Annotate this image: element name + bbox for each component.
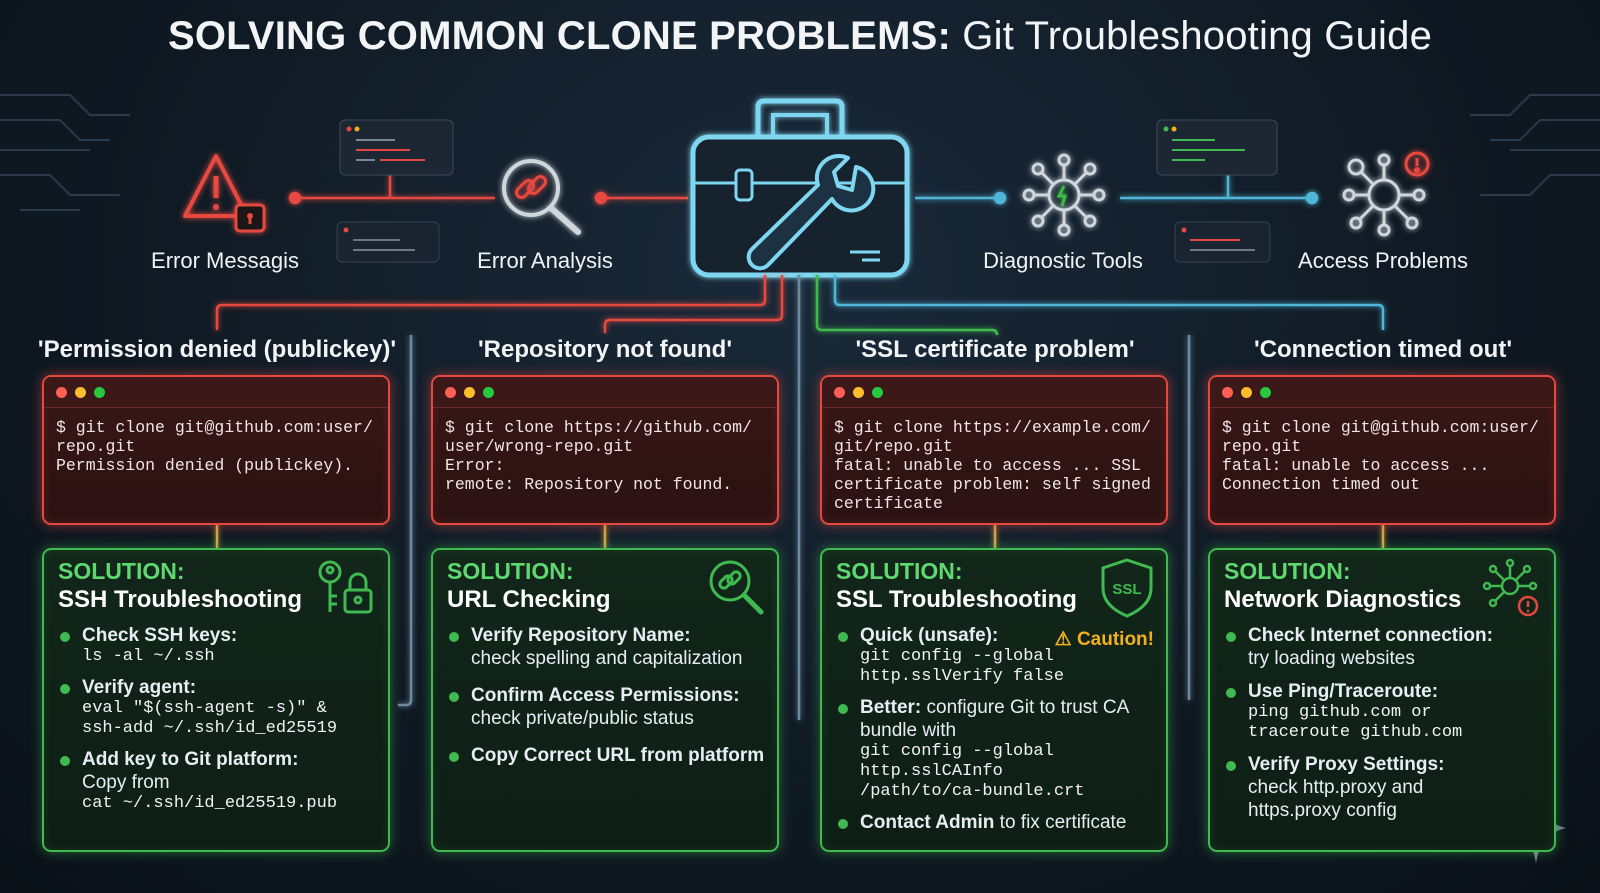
- solution-item: Contact Admin to fix certificate: [836, 811, 1158, 834]
- close-dot: [1222, 387, 1233, 398]
- terminal-titlebar: [44, 377, 388, 408]
- key-lock-icon: [318, 560, 373, 614]
- branch-col1: [215, 275, 767, 330]
- label-access-problems: Access Problems: [1298, 248, 1468, 273]
- solution-card-3: SOLUTION: SSL Troubleshooting SSL ⚠ Caut…: [820, 548, 1168, 852]
- magnifier-link-icon: [502, 159, 581, 235]
- problem-title-3: 'SSL certificate problem': [855, 336, 1135, 363]
- mini-terminal-4: [1174, 221, 1271, 263]
- terminal-output: $ git clone git@github.com:user/ repo.gi…: [1222, 418, 1539, 494]
- solution-card-2: SOLUTION: URL Checking Verify Repository…: [431, 548, 779, 852]
- minimize-dot: [853, 387, 864, 398]
- error-terminal-2: $ git clone https://github.com/ user/wro…: [431, 375, 779, 525]
- problem-title-2: 'Repository not found': [477, 336, 733, 363]
- solution-item: Verify agent:eval "$(ssh-agent -s)" & ss…: [58, 676, 380, 739]
- solution-list: Check Internet connection:try loading we…: [1224, 624, 1546, 831]
- solution-item: Quick (unsafe):git config --global http.…: [836, 624, 1158, 687]
- terminal-titlebar: [822, 377, 1166, 408]
- maximize-dot: [483, 387, 494, 398]
- solution-item: Better: configure Git to trust CA bundle…: [836, 696, 1158, 802]
- solution-item: Confirm Access Permissions:check private…: [447, 684, 769, 730]
- warning-lock-icon: [183, 154, 266, 233]
- network-bug-icon: [1022, 153, 1106, 237]
- solution-item: Copy Correct URL from platform: [447, 744, 769, 767]
- mini-terminal-3: [1156, 119, 1278, 176]
- link-search-icon: [709, 560, 764, 615]
- error-terminal-3: $ git clone https://example.com/ git/rep…: [820, 375, 1168, 525]
- label-error-analysis: Error Analysis: [477, 248, 613, 273]
- spine-left: [398, 335, 413, 707]
- error-terminal-1: $ git clone git@github.com:user/ repo.gi…: [42, 375, 390, 525]
- warning-icon: ⚠: [1054, 629, 1072, 650]
- solution-heading: SOLUTION:: [447, 558, 574, 584]
- close-dot: [834, 387, 845, 398]
- mini-terminal-2: [336, 221, 440, 263]
- solution-list: Quick (unsafe):git config --global http.…: [836, 624, 1158, 843]
- mini-terminal-1: [339, 119, 454, 176]
- terminal-output: $ git clone git@github.com:user/ repo.gi…: [56, 418, 373, 475]
- branch-col2: [603, 275, 784, 333]
- solution-item: Use Ping/Traceroute:ping github.com or t…: [1224, 680, 1546, 743]
- maximize-dot: [872, 387, 883, 398]
- minimize-dot: [75, 387, 86, 398]
- svg-text:SSL: SSL: [1112, 581, 1141, 598]
- title-rest: Git Troubleshooting Guide: [950, 14, 1433, 58]
- solution-subtitle: URL Checking: [447, 586, 611, 613]
- solution-heading: SOLUTION:: [1224, 558, 1351, 584]
- solution-item: Check SSH keys:ls -al ~/.ssh: [58, 624, 380, 667]
- solution-subtitle: Network Diagnostics: [1224, 586, 1462, 613]
- error-terminal-4: $ git clone git@github.com:user/ repo.gi…: [1208, 375, 1556, 525]
- circuit-trace-left: [0, 94, 130, 211]
- solution-item: Verify Repository Name:check spelling an…: [447, 624, 769, 670]
- terminal-titlebar: [433, 377, 777, 408]
- solution-list: Verify Repository Name:check spelling an…: [447, 624, 769, 776]
- solution-item: Check Internet connection:try loading we…: [1224, 624, 1546, 670]
- caution-badge: ⚠ Caution!: [1054, 629, 1154, 650]
- solution-card-4: SOLUTION: Network Diagnostics Check Inte…: [1208, 548, 1556, 852]
- close-dot: [56, 387, 67, 398]
- solution-card-1: SOLUTION: SSH Troubleshooting Check SSH …: [42, 548, 390, 852]
- terminal-titlebar: [1210, 377, 1554, 408]
- label-error-messages: Error Messagis: [151, 248, 299, 273]
- network-alert-icon: [1342, 151, 1430, 237]
- branch-col4: [833, 275, 1385, 330]
- solution-list: Check SSH keys:ls -al ~/.ssh Verify agen…: [58, 624, 380, 823]
- title-bold: SOLVING COMMON CLONE PROBLEMS:: [167, 14, 951, 58]
- network-alert-icon: [1482, 558, 1539, 617]
- solution-item: Verify Proxy Settings:check http.proxy a…: [1224, 753, 1546, 822]
- maximize-dot: [1260, 387, 1271, 398]
- label-diagnostic-tools: Diagnostic Tools: [983, 248, 1143, 273]
- terminal-output: $ git clone https://github.com/ user/wro…: [445, 418, 752, 494]
- circuit-trace-right: [1470, 94, 1600, 196]
- maximize-dot: [94, 387, 105, 398]
- minimize-dot: [464, 387, 475, 398]
- problem-title-4: 'Connection timed out': [1253, 336, 1513, 363]
- solution-heading: SOLUTION:: [58, 558, 185, 584]
- problem-title-1: 'Permission denied (publickey)': [37, 336, 397, 363]
- ssl-shield-icon: SSL: [1101, 558, 1153, 618]
- page-title: SOLVING COMMON CLONE PROBLEMS: Git Troub…: [0, 14, 1600, 59]
- error-connector: [288, 175, 688, 205]
- solution-heading: SOLUTION:: [836, 558, 963, 584]
- branch-col3: [815, 275, 999, 336]
- terminal-output: $ git clone https://example.com/ git/rep…: [834, 418, 1151, 513]
- solution-subtitle: SSH Troubleshooting: [58, 586, 302, 613]
- minimize-dot: [1241, 387, 1252, 398]
- toolbox-wrench-icon: [690, 98, 910, 278]
- close-dot: [445, 387, 456, 398]
- diagnostic-connector: [915, 175, 1319, 205]
- solution-subtitle: SSL Troubleshooting: [836, 586, 1077, 613]
